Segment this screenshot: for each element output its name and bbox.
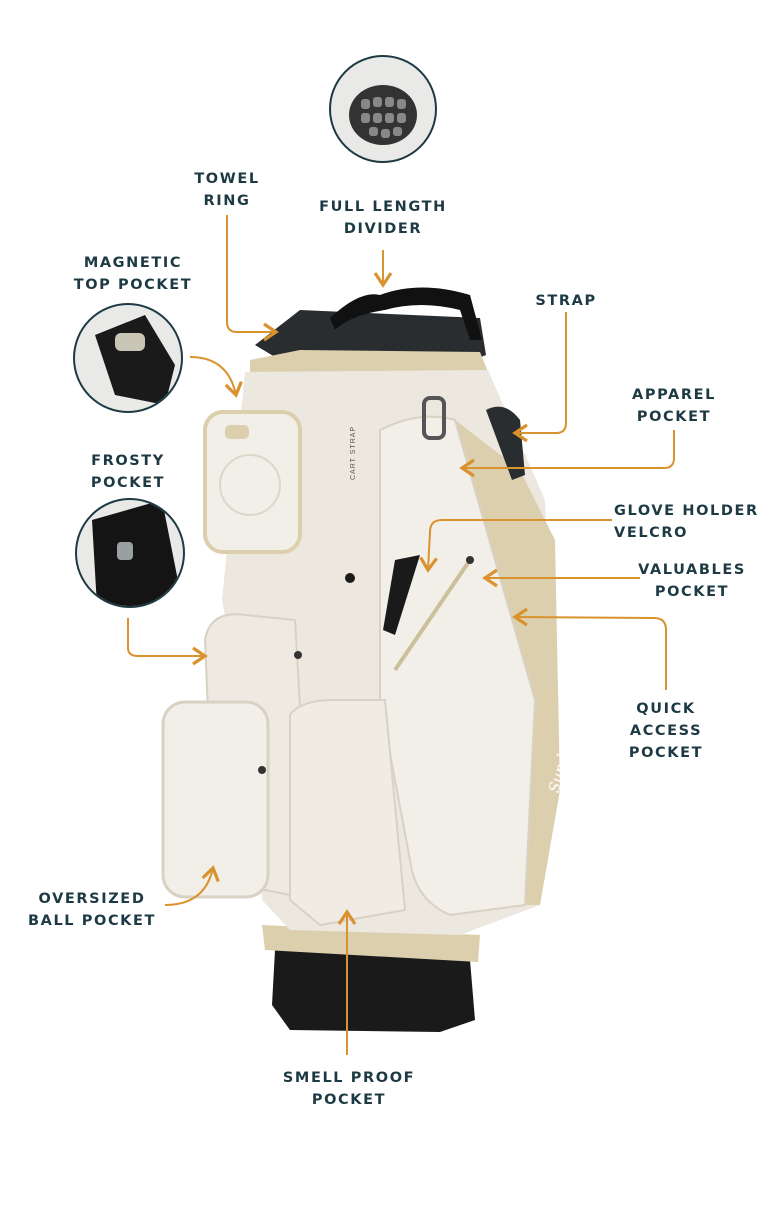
arrow-oversized xyxy=(164,865,220,906)
frosty-pocket-detail-image xyxy=(75,498,185,608)
magnetic-pocket-detail-image xyxy=(73,303,183,413)
arrow-glove xyxy=(419,519,612,573)
arrow-magnetic xyxy=(189,356,243,398)
label-strap: STRAP xyxy=(535,293,597,309)
arrow-towel-ring xyxy=(226,215,279,342)
divider-detail-image xyxy=(329,55,437,163)
arrow-quick-access xyxy=(512,607,667,690)
arrow-frosty xyxy=(127,618,208,666)
arrow-strap xyxy=(512,312,567,443)
arrow-apparel xyxy=(459,430,675,478)
